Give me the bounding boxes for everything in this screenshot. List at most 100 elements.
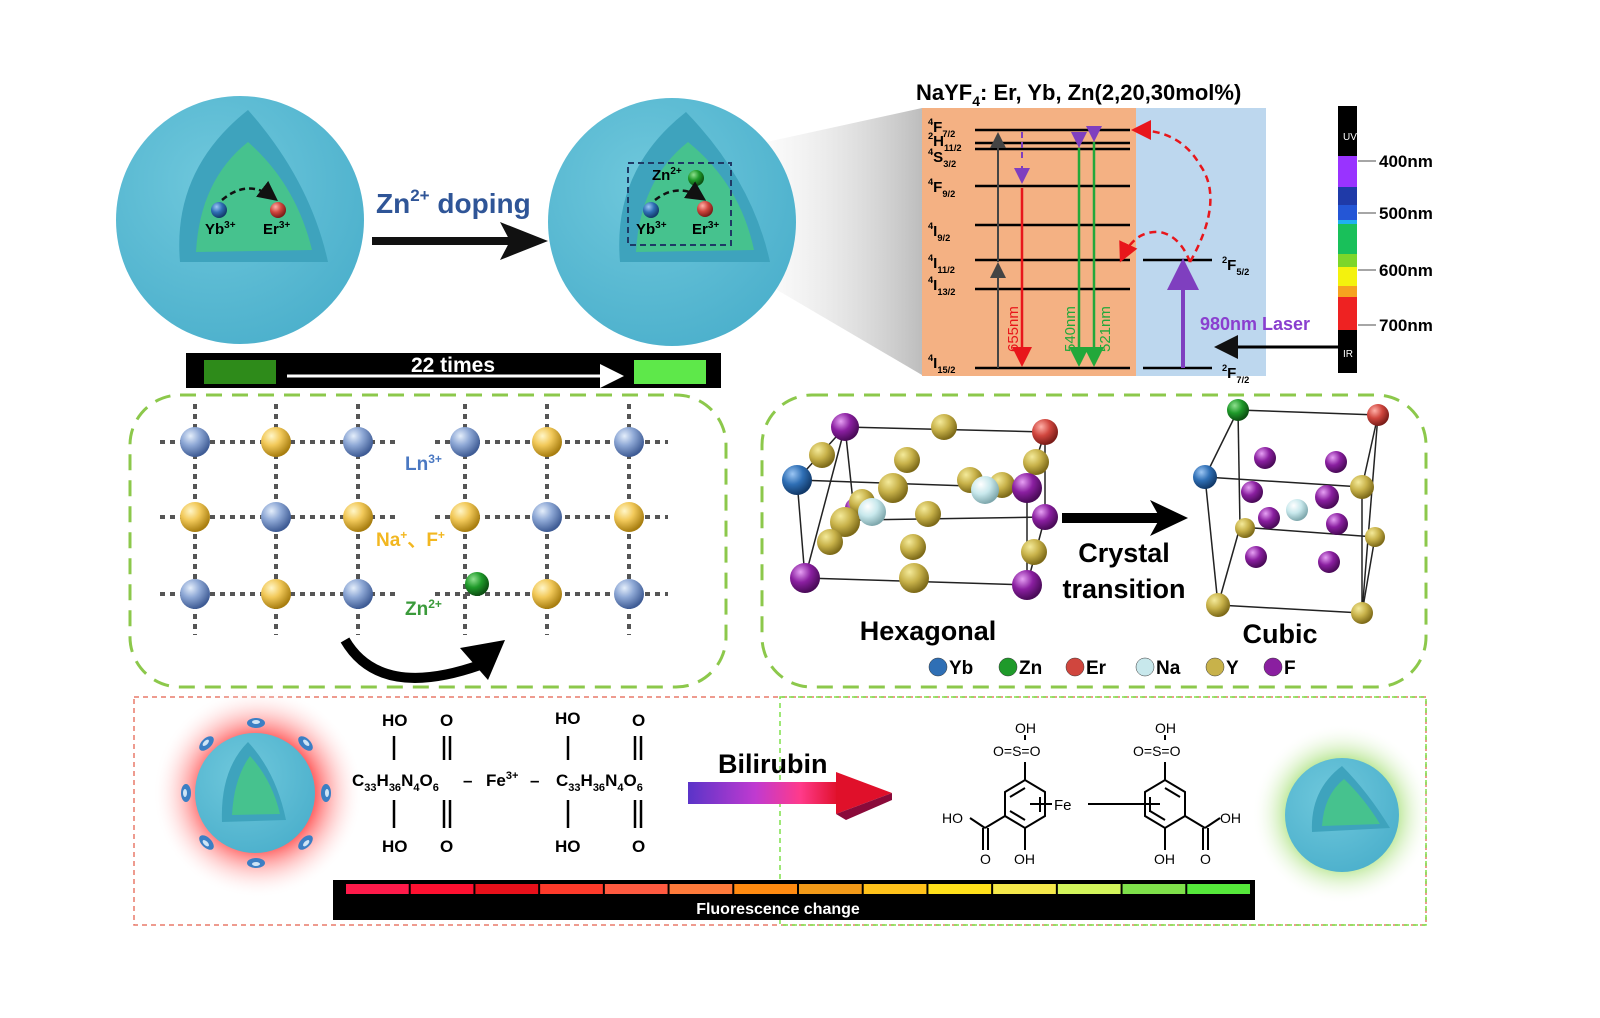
zn-label: Zn2+ xyxy=(652,166,682,184)
bilirubin-label: Bilirubin xyxy=(718,749,828,779)
legend-swatch xyxy=(1065,657,1085,677)
atom xyxy=(790,563,820,593)
zn-ion xyxy=(688,170,704,186)
yb-level-label: 2F7/2 xyxy=(1222,363,1249,385)
atom xyxy=(1206,593,1230,617)
legend-swatch xyxy=(1135,657,1155,677)
ir-label: IR xyxy=(1343,349,1353,360)
recovered-particle xyxy=(1252,724,1432,904)
lattice-panel-border xyxy=(128,393,728,689)
enhancement-bar: 22 times xyxy=(186,353,721,388)
atom xyxy=(1245,546,1267,568)
emission-655-label: 655nm xyxy=(1005,306,1022,352)
spectrum-band xyxy=(1338,205,1357,220)
atom xyxy=(858,498,886,526)
er-panel xyxy=(922,108,1136,376)
fluorescence-segment xyxy=(1187,884,1250,894)
spectrum-band xyxy=(1338,267,1357,286)
laser-label: 980nm Laser xyxy=(1200,314,1310,334)
bilirubin-arrow: Bilirubin xyxy=(688,749,892,820)
lattice-labels: Ln3+ Na+、F+ Zn2+ xyxy=(376,452,445,620)
ln-ion xyxy=(343,579,373,609)
atom xyxy=(1235,518,1255,538)
yb-label: Yb3+ xyxy=(205,220,236,238)
atom xyxy=(1318,551,1340,573)
spectrum-band xyxy=(1338,286,1357,297)
atom xyxy=(900,534,926,560)
atom xyxy=(1351,602,1373,624)
yb-panel xyxy=(1136,108,1266,376)
crystal-arrow-head xyxy=(1150,500,1188,536)
atom xyxy=(1315,485,1339,509)
atom xyxy=(1241,481,1263,503)
legend-item-na: Na xyxy=(1135,657,1181,679)
so2-left: O=S=O xyxy=(993,743,1041,759)
legend-item-er: Er xyxy=(1065,657,1107,679)
carbonyl-left: O xyxy=(980,851,991,867)
substitution-arrow-head xyxy=(460,640,505,680)
doping-label: Zn2+ doping xyxy=(376,186,531,219)
zn-ion xyxy=(465,572,489,596)
sulfosalicylate-fe-complex xyxy=(969,735,1221,850)
atom xyxy=(830,507,860,537)
dash-right: – xyxy=(530,771,539,790)
er-level-label: 4I9/2 xyxy=(928,221,950,243)
legend-label: Zn xyxy=(1019,658,1042,679)
yb-ion xyxy=(211,202,227,218)
yb-ion xyxy=(643,202,659,218)
ln-label: Ln3+ xyxy=(405,452,442,475)
dash-left: – xyxy=(463,771,472,790)
atom xyxy=(1032,419,1058,445)
crystal-arrow xyxy=(1062,513,1172,523)
er-ion xyxy=(270,202,286,218)
atom xyxy=(915,501,941,527)
doping-arrow: Zn2+ doping xyxy=(372,186,548,260)
o-top-left: O xyxy=(440,711,453,730)
legend-label: F xyxy=(1284,658,1296,679)
legend-label: Er xyxy=(1086,658,1107,679)
ln-ion xyxy=(614,427,644,457)
atom xyxy=(1350,475,1374,499)
er-level-label: 4I15/2 xyxy=(928,353,955,375)
atom xyxy=(899,563,929,593)
particle-before: Yb3+ Er3+ xyxy=(116,96,364,344)
fluorescence-label: Fluorescence change xyxy=(696,901,860,918)
quencher-molecule xyxy=(298,736,313,751)
enhancement-label: 22 times xyxy=(411,354,495,377)
quenched-particle xyxy=(153,688,363,898)
fluorescence-segment xyxy=(540,884,603,894)
o-bottom-right: O xyxy=(632,837,645,856)
ho-top-right: HO xyxy=(555,709,581,728)
legend-item-y: Y xyxy=(1205,657,1239,679)
quencher-molecule xyxy=(181,784,191,802)
er-level-label: 4S3/2 xyxy=(928,147,956,169)
cubic-cell xyxy=(1193,399,1389,624)
transition-label-2: transition xyxy=(1062,574,1185,604)
diagram-title: NaYF4: Er, Yb, Zn(2,20,30mol%) xyxy=(916,80,1241,109)
atom xyxy=(1286,499,1308,521)
atom xyxy=(878,473,908,503)
fe3-label: Fe3+ xyxy=(486,770,518,790)
oh-right: OH xyxy=(1154,851,1175,867)
er-label: Er3+ xyxy=(692,220,719,238)
na-f-ion xyxy=(343,502,373,532)
arrow-head xyxy=(500,222,548,260)
product-labels: OH O=S=O OH O=S=O Fe HO OH OH OH O O xyxy=(942,720,1241,867)
na-f-ion xyxy=(532,579,562,609)
fluorescence-segment xyxy=(669,884,733,894)
wavelength-tick-label: 700nm xyxy=(1379,316,1433,335)
er-level-label: 4F9/2 xyxy=(928,177,955,199)
atom xyxy=(1023,449,1049,475)
hexagonal-cell xyxy=(782,413,1058,600)
quencher-molecule xyxy=(298,835,313,850)
fe-bilirubin-complex: HO O HO O C33H36N4O6 – Fe3+ – C33H36N4O6… xyxy=(352,709,645,856)
cubic-label: Cubic xyxy=(1242,619,1317,649)
spectrum-band xyxy=(1338,187,1357,205)
na-f-ion xyxy=(261,427,291,457)
carbonyl-right: O xyxy=(1200,851,1211,867)
yb-label: Yb3+ xyxy=(636,220,667,238)
na-f-ion xyxy=(261,579,291,609)
legend-swatch xyxy=(1205,657,1225,677)
